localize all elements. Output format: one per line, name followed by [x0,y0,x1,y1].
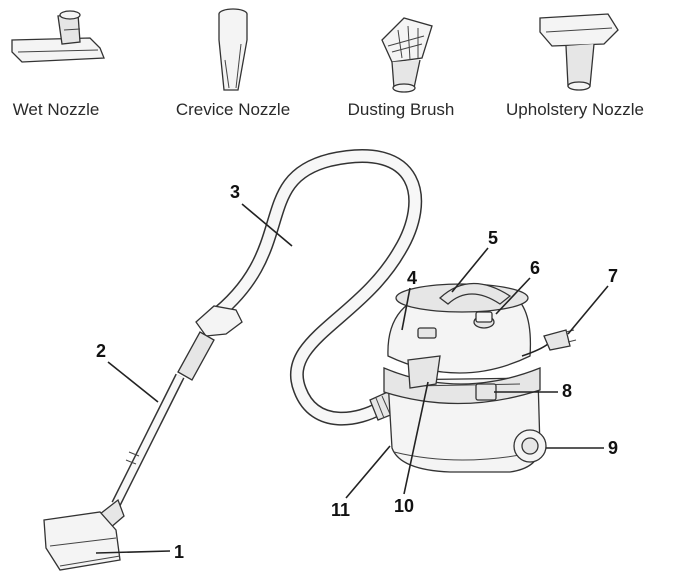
upholstery-nozzle-icon [539,13,619,91]
callout-4: 4 [407,268,417,288]
callout-11: 11 [331,500,350,520]
dusting-brush-icon [381,17,433,93]
callout-3: 3 [230,182,240,202]
callout-7: 7 [608,266,618,286]
callout-10: 10 [394,496,414,516]
callout-9: 9 [608,438,618,458]
leader-10 [403,381,429,495]
callout-1: 1 [174,542,184,562]
vacuum-illustration [43,149,577,571]
callout-numbers: 1 2 3 4 5 6 7 8 9 10 11 [96,182,618,562]
callout-8: 8 [562,381,572,401]
leader-2 [107,361,159,403]
wet-nozzle-icon [11,10,105,63]
callout-5: 5 [488,228,498,248]
upholstery-nozzle-label: Upholstery Nozzle [506,100,644,119]
leader-4 [401,287,411,331]
leader-11 [345,445,391,499]
dusting-brush-label: Dusting Brush [347,100,455,119]
leader-1 [95,550,171,554]
leader-7 [567,285,609,335]
leader-3 [241,203,293,247]
crevice-nozzle-icon [218,8,248,91]
callout-2: 2 [96,341,106,361]
wet-nozzle-label: Wet Nozzle [12,100,100,119]
leader-6 [495,277,531,315]
callout-leaders [95,203,609,554]
crevice-nozzle-label: Crevice Nozzle [175,100,291,119]
leader-5 [451,247,489,293]
callout-6: 6 [530,258,540,278]
